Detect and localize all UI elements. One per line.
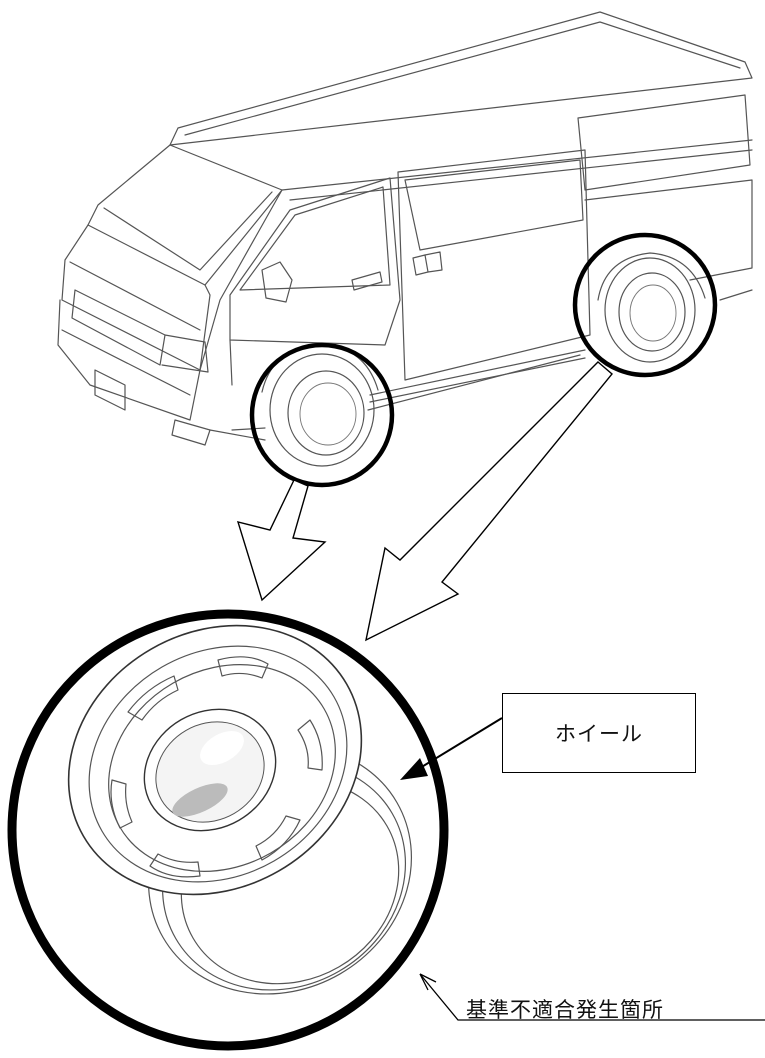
enlarged-wheel-circle [7, 609, 449, 1051]
van-illustration [57, 11, 753, 467]
defect-location-label: 基準不適合発生箇所 [466, 998, 664, 1022]
defect-leader-line [419, 973, 765, 1021]
rear-wheel-arrow [365, 361, 613, 642]
front-wheel-highlight [249, 342, 395, 488]
wheel-pointer-arrow [400, 717, 503, 780]
front-wheel-arrow [236, 479, 327, 602]
rear-wheel-highlight [572, 232, 718, 378]
wheel-label-box: ホイール [502, 693, 696, 773]
wheel-label: ホイール [555, 722, 643, 746]
enlarged-wheel [67, 624, 413, 995]
